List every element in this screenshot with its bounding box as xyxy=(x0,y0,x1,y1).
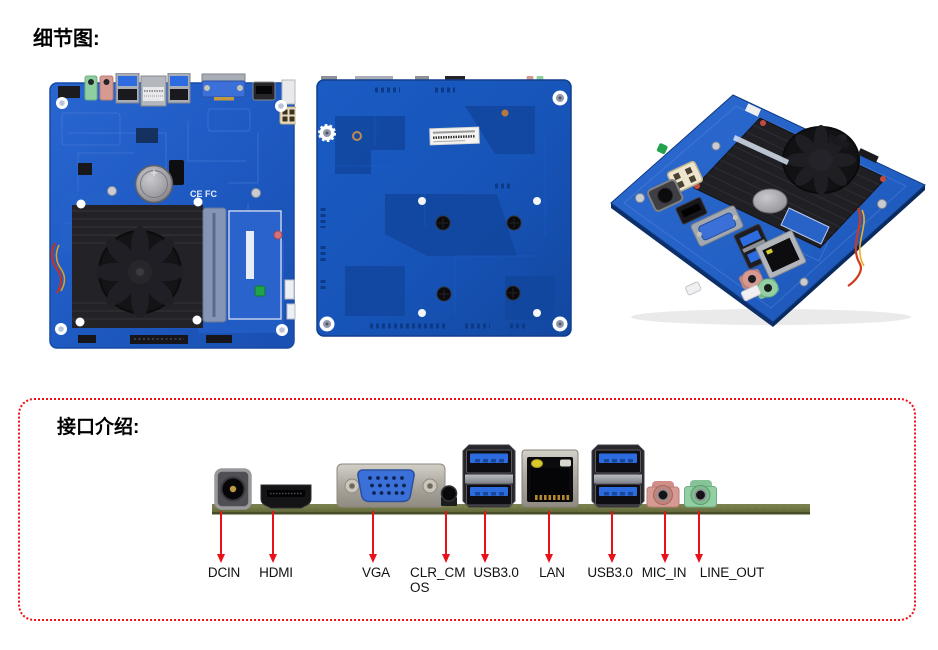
front-panel-header xyxy=(130,335,188,344)
dc-power-block xyxy=(281,79,296,105)
photo-board-angled xyxy=(610,94,926,327)
fan-wires xyxy=(847,207,865,287)
vga-pin-holes xyxy=(368,476,406,495)
callout-arrow-dcin xyxy=(216,511,225,563)
rear-io-strip xyxy=(212,444,810,515)
cmos-battery xyxy=(134,164,174,204)
trace-lines xyxy=(331,96,546,316)
pin-header xyxy=(58,86,80,98)
sodimm-slot-strip xyxy=(733,135,789,165)
audio-jack-pink xyxy=(99,75,114,101)
port-label-lan: LAN xyxy=(539,565,565,580)
atx-4pin-connector xyxy=(666,160,704,194)
callout-arrow-line-out xyxy=(694,511,703,563)
cpu-fan xyxy=(94,226,186,318)
dc-jack xyxy=(647,179,684,212)
port-label-vga: VGA xyxy=(362,565,390,580)
serial-label-sticker xyxy=(429,126,480,146)
usb3-stack-left xyxy=(462,444,516,508)
port-label-line-out: LINE_OUT xyxy=(699,565,765,580)
silkscreen-traces xyxy=(61,108,259,224)
callout-arrow-clr-cmos xyxy=(441,511,450,563)
usb-stack xyxy=(115,73,140,104)
photo-board-back xyxy=(316,76,572,337)
cmos-battery xyxy=(752,188,788,214)
sodimm-slot xyxy=(202,207,282,323)
solder-pads-white xyxy=(418,197,541,317)
detail-section-title: 细节图: xyxy=(33,28,100,50)
fan-wires xyxy=(51,242,66,294)
solder-pad-rows xyxy=(320,87,527,329)
misc-components xyxy=(635,103,887,302)
dc-jack-port xyxy=(214,468,252,510)
lan-port xyxy=(521,449,579,508)
port-label-usb3-left: USB3.0 xyxy=(473,565,519,580)
port-label-dcin: DCIN xyxy=(207,565,241,580)
misc-components xyxy=(78,128,296,344)
mounting-holes xyxy=(55,97,288,336)
lan-port xyxy=(755,230,807,279)
usb-stack xyxy=(167,73,191,104)
callout-arrow-lan xyxy=(544,511,553,563)
front-io-ports xyxy=(58,73,296,125)
callout-arrow-vga xyxy=(368,511,377,563)
hdmi-port xyxy=(252,81,276,101)
port-label-hdmi: HDMI xyxy=(259,565,293,580)
callout-arrow-usb3-right xyxy=(607,511,616,563)
plated-mount-holes xyxy=(318,90,568,332)
hdmi-port xyxy=(260,484,312,509)
port-label-clr-cmos: CLR_CM OS xyxy=(410,565,466,595)
port-label-usb3-right: USB3.0 xyxy=(587,565,633,580)
msata-outline xyxy=(780,207,830,245)
callout-arrow-mic-in xyxy=(660,511,669,563)
angled-io-ports xyxy=(647,160,807,300)
interface-panel xyxy=(18,398,916,621)
hdmi-port xyxy=(675,197,708,225)
heatsink-mount-dots xyxy=(75,197,203,327)
vga-port xyxy=(201,73,246,101)
mic-in-jack xyxy=(646,481,680,508)
sata-connector xyxy=(169,160,184,185)
green-led xyxy=(254,285,266,297)
usb3-stack-right xyxy=(591,444,645,508)
lan-port xyxy=(140,75,167,107)
ce-fcc-marking: CE FC xyxy=(190,189,218,199)
cpu-heatsink xyxy=(693,117,887,249)
green-led xyxy=(656,143,668,154)
callout-arrow-hdmi xyxy=(268,511,277,563)
port-label-mic-in: MIC_IN xyxy=(641,565,687,580)
atx-4pin-connector xyxy=(279,106,296,125)
pcb-back xyxy=(316,79,572,337)
vga-port xyxy=(690,205,744,247)
vga-port xyxy=(336,463,446,508)
clear-cmos-button xyxy=(440,485,458,506)
cpu-heatsink xyxy=(72,205,203,328)
heatsink-screws xyxy=(435,215,522,302)
cpu-fan xyxy=(782,125,860,195)
photo-board-front: CE FC xyxy=(49,73,296,349)
line-out-jack xyxy=(684,480,717,508)
interface-section-title: 接口介绍: xyxy=(57,417,140,438)
callout-arrow-usb3-left xyxy=(480,511,489,563)
